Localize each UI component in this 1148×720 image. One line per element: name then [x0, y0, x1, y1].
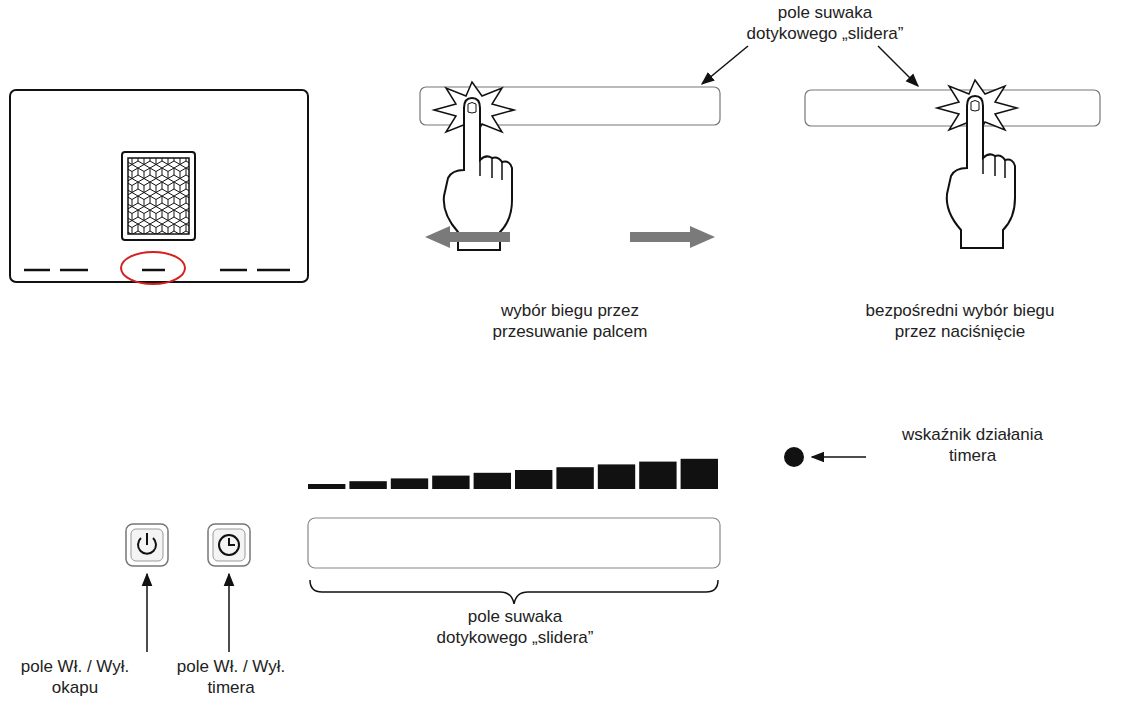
slider-label: pole suwaka dotykowego „slidera” — [430, 606, 600, 648]
button-label: pole Wł. / Wył. okapu — [8, 656, 142, 698]
direction-arrow — [630, 226, 715, 248]
gesture-caption: wybór biegu przez przesuwanie palcem — [470, 300, 670, 342]
button-label: pole Wł. / Wył. timera — [164, 656, 298, 698]
leader-arrow — [878, 46, 918, 86]
slider-label: pole suwaka dotykowego „slidera” — [740, 2, 910, 44]
gesture-caption: bezpośredni wybór biegu przez naciśnięci… — [855, 300, 1065, 342]
direction-arrow — [425, 226, 510, 248]
timer-indicator — [784, 447, 804, 467]
leader-arrow — [228, 574, 230, 652]
touch-hand — [434, 82, 514, 250]
leader-arrow — [146, 574, 148, 652]
bracket — [310, 580, 718, 604]
slider-field — [308, 518, 720, 568]
timer-button — [208, 524, 250, 566]
power-button — [126, 524, 168, 566]
indicator-label: wskaźnik działania timera — [885, 424, 1060, 466]
touch-hand — [937, 80, 1017, 248]
leader-arrow — [812, 456, 866, 458]
leader-arrow — [702, 46, 748, 84]
level-bars — [308, 459, 718, 489]
hood-panel — [10, 90, 308, 284]
